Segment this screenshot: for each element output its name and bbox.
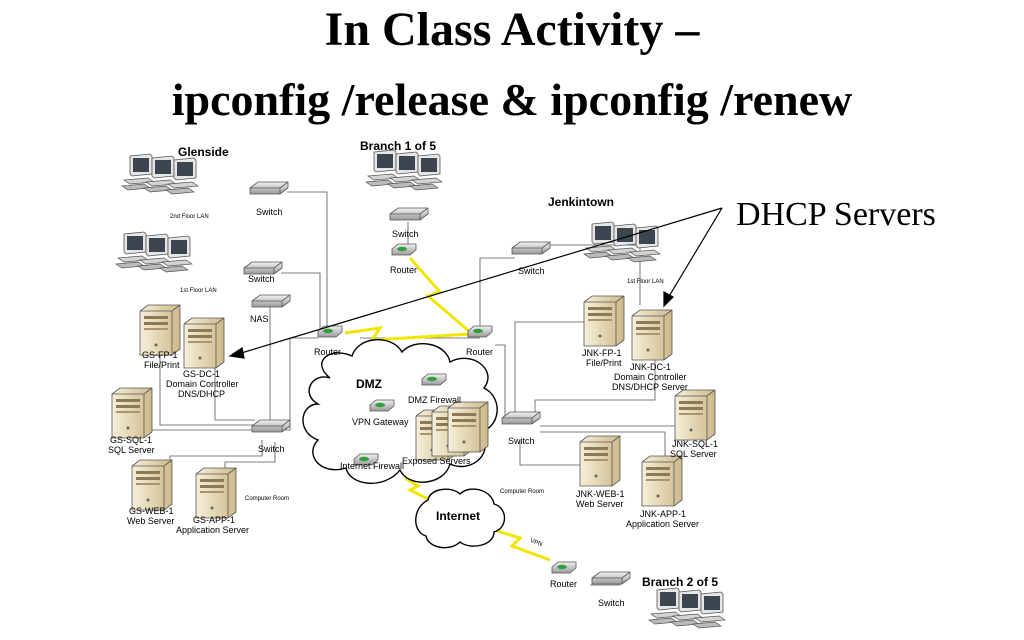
site-label-jenkintown: Jenkintown xyxy=(548,195,614,209)
jnk-web1-label: JNK-WEB-1 Web Server xyxy=(576,489,625,509)
branch2-router-label: Router xyxy=(550,579,577,589)
dmz-firewall-label: DMZ Firewall xyxy=(408,395,461,405)
svg-text:JNK-DC-1: JNK-DC-1 xyxy=(630,362,671,372)
gs-switch-computer-room[interactable] xyxy=(251,419,291,433)
jnk-app1-server[interactable] xyxy=(641,455,683,507)
slide-title-line-1: In Class Activity – xyxy=(324,3,700,56)
jnk-switch-lan[interactable] xyxy=(511,241,551,255)
branch2-switch[interactable] xyxy=(591,571,631,585)
vpn-link-label: VPN xyxy=(529,538,543,548)
gs-sql1-label: GS-SQL-1 SQL Server xyxy=(108,435,155,455)
gs-nas[interactable] xyxy=(251,294,291,308)
gs-switch-2nd-floor[interactable] xyxy=(249,181,289,195)
svg-text:SQL Server: SQL Server xyxy=(670,449,717,459)
gs-dc1-label: GS-DC-1 Domain Controller DNS/DHCP xyxy=(166,369,239,399)
gs-fp1-label: GS-FP-1 File/Print xyxy=(142,350,180,370)
jenkintown-workstations xyxy=(584,222,660,262)
dhcp-servers-callout: DHCP Servers xyxy=(736,196,936,233)
exposed-servers-label: Exposed Servers xyxy=(402,456,471,466)
vpn-gateway[interactable] xyxy=(369,399,395,412)
gs-computer-room-label: Computer Room xyxy=(245,496,289,502)
svg-text:DNS/DHCP Server: DNS/DHCP Server xyxy=(612,382,688,392)
jnk-sql1-server[interactable] xyxy=(674,389,716,441)
branch1-workstations xyxy=(366,150,442,190)
svg-text:Application Server: Application Server xyxy=(626,519,699,529)
glenside-1st-floor-workstations xyxy=(116,232,192,272)
jnk-dc1-server[interactable] xyxy=(631,309,673,361)
gs-1st-floor-lan-label: 1st Floor LAN xyxy=(180,288,217,294)
jnk-1st-floor-lan-label: 1st Floor LAN xyxy=(627,279,664,285)
jnk-switch-computer-room[interactable] xyxy=(501,411,541,425)
jnk-sql1-label: JNK-SQL-1 SQL Server xyxy=(670,439,718,459)
jnk-router-label: Router xyxy=(466,347,493,357)
gs-app1-server[interactable] xyxy=(195,467,237,519)
svg-text:Domain Controller: Domain Controller xyxy=(614,372,687,382)
jnk-computer-room-label: Computer Room xyxy=(500,489,544,495)
jnk-dc1-label: JNK-DC-1 Domain Controller DNS/DHCP Serv… xyxy=(612,362,688,392)
jnk-app1-label: JNK-APP-1 Application Server xyxy=(626,509,699,529)
gs-sql1-server[interactable] xyxy=(111,387,153,439)
internet-cloud xyxy=(415,488,506,549)
svg-text:JNK-WEB-1: JNK-WEB-1 xyxy=(576,489,625,499)
svg-text:File/Print: File/Print xyxy=(586,358,622,368)
gs-switch-computer-room-label: Switch xyxy=(258,444,285,454)
branch1-router-label: Router xyxy=(390,265,417,275)
svg-text:GS-DC-1: GS-DC-1 xyxy=(183,369,220,379)
internet-firewall-label: Internet Firewall xyxy=(340,461,404,471)
svg-text:Domain Controller: Domain Controller xyxy=(166,379,239,389)
jnk-router[interactable] xyxy=(467,325,493,338)
network-wiring xyxy=(150,191,681,586)
jnk-fp1-server[interactable] xyxy=(583,295,625,347)
glenside-2nd-floor-workstations xyxy=(122,154,198,194)
gs-router[interactable] xyxy=(317,325,343,338)
site-label-internet: Internet xyxy=(436,509,480,523)
gs-fp1-server[interactable] xyxy=(139,304,181,356)
site-label-branch1: Branch 1 of 5 xyxy=(360,139,436,153)
jnk-web1-server[interactable] xyxy=(579,435,621,487)
exposed-servers[interactable] xyxy=(415,401,489,461)
gs-switch-1st-floor-label: Switch xyxy=(248,274,275,284)
gs-web1-server[interactable] xyxy=(131,459,173,511)
svg-text:GS-APP-1: GS-APP-1 xyxy=(193,515,235,525)
svg-text:JNK-APP-1: JNK-APP-1 xyxy=(640,509,686,519)
branch2-switch-label: Switch xyxy=(598,598,625,608)
gs-switch-1st-floor[interactable] xyxy=(243,261,283,275)
slide-title-line-2: ipconfig /release & ipconfig /renew xyxy=(171,74,853,125)
gs-2nd-floor-lan-label: 2nd Floor LAN xyxy=(170,214,209,220)
gs-switch-2nd-floor-label: Switch xyxy=(256,207,283,217)
vpn-gateway-label: VPN Gateway xyxy=(352,417,409,427)
branch1-switch[interactable] xyxy=(389,207,429,221)
jnk-switch-lan-label: Switch xyxy=(518,266,545,276)
gs-web1-label: GS-WEB-1 Web Server xyxy=(127,506,174,526)
branch2-router[interactable] xyxy=(551,561,577,574)
branch1-router[interactable] xyxy=(391,243,417,256)
svg-text:GS-WEB-1: GS-WEB-1 xyxy=(129,506,174,516)
site-label-dmz: DMZ xyxy=(356,377,382,391)
svg-text:Web Server: Web Server xyxy=(576,499,623,509)
dmz-firewall[interactable] xyxy=(421,373,447,386)
svg-text:JNK-SQL-1: JNK-SQL-1 xyxy=(672,439,718,449)
svg-text:Application Server: Application Server xyxy=(176,525,249,535)
svg-text:GS-SQL-1: GS-SQL-1 xyxy=(110,435,152,445)
svg-text:File/Print: File/Print xyxy=(144,360,180,370)
gs-app1-label: GS-APP-1 Application Server xyxy=(176,515,249,535)
svg-text:JNK-FP-1: JNK-FP-1 xyxy=(582,348,622,358)
gs-dc1-server[interactable] xyxy=(183,317,225,369)
branch2-workstations xyxy=(649,588,725,628)
svg-text:GS-FP-1: GS-FP-1 xyxy=(142,350,178,360)
svg-text:DNS/DHCP: DNS/DHCP xyxy=(178,389,225,399)
jnk-switch-computer-room-label: Switch xyxy=(508,436,535,446)
site-label-branch2: Branch 2 of 5 xyxy=(642,575,718,589)
site-label-glenside: Glenside xyxy=(178,145,229,159)
branch1-switch-label: Switch xyxy=(392,229,419,239)
dhcp-callout-arrows xyxy=(228,207,723,359)
gs-nas-label: NAS xyxy=(250,314,269,324)
svg-text:Web Server: Web Server xyxy=(127,516,174,526)
gs-router-label: Router xyxy=(314,347,341,357)
wan-links xyxy=(344,257,551,562)
jnk-fp1-label: JNK-FP-1 File/Print xyxy=(582,348,622,368)
svg-text:SQL Server: SQL Server xyxy=(108,445,155,455)
